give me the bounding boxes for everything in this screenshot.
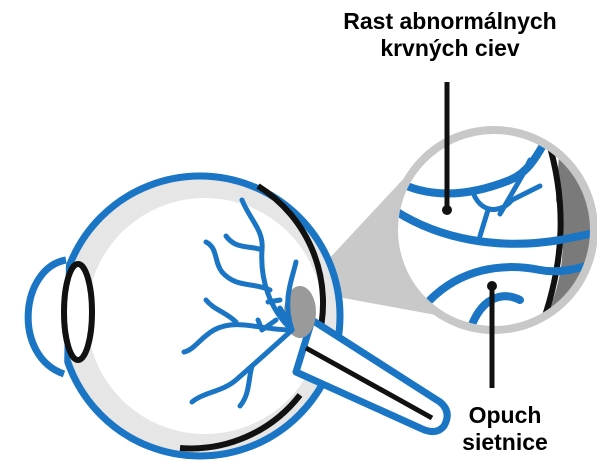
lens bbox=[64, 264, 92, 360]
retinal-swelling-label: Opuch sietnice bbox=[420, 402, 590, 456]
growth-label-line1: Rast abnormálnych bbox=[300, 8, 597, 35]
growth-label-line2: krvných ciev bbox=[300, 35, 597, 62]
swelling-pointer-dot bbox=[487, 281, 497, 291]
magnified-view bbox=[394, 130, 597, 330]
cornea bbox=[28, 260, 66, 374]
swelling-label-line2: sietnice bbox=[420, 429, 590, 456]
swelling-label-line1: Opuch bbox=[420, 402, 590, 429]
abnormal-vessel-growth-label: Rast abnormálnych krvných ciev bbox=[300, 8, 597, 62]
growth-pointer-dot bbox=[442, 205, 452, 215]
